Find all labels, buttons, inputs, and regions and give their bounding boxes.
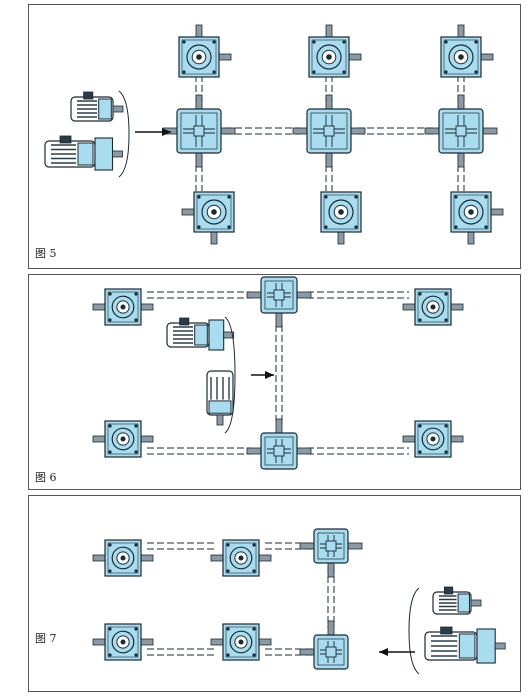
figure-6-label: 图 6 <box>35 471 57 484</box>
screw-jack <box>181 191 235 245</box>
figure-7-diagram <box>92 528 506 675</box>
screw-jack <box>92 539 154 577</box>
motor-bracket <box>408 587 420 675</box>
figure-5-diagram <box>44 24 504 245</box>
connecting-shaft <box>147 291 251 299</box>
electric-motor <box>432 586 482 615</box>
connecting-shaft <box>307 291 409 299</box>
bevel-gearbox <box>299 620 349 670</box>
connecting-shaft <box>307 447 409 455</box>
drive-arrow <box>135 128 171 136</box>
screw-jack <box>92 288 154 326</box>
electric-motor <box>424 626 506 664</box>
screw-jack <box>320 191 362 245</box>
figure-7-label: 图 7 <box>35 632 57 645</box>
connecting-shaft <box>275 325 283 425</box>
figure-7-panel: 图 7 <box>28 495 521 692</box>
screw-jack <box>178 24 232 78</box>
electric-motor <box>44 135 123 171</box>
connecting-shaft <box>147 447 251 455</box>
figure-5-panel: 图 5 <box>28 4 521 269</box>
screw-jack <box>402 420 464 458</box>
bevel-gearbox <box>299 528 363 578</box>
electric-motor <box>206 370 234 426</box>
figure-5-label: 图 5 <box>35 247 57 260</box>
figure-6-panel: 图 6 <box>28 274 521 490</box>
connecting-shaft <box>225 127 301 135</box>
screw-jack <box>92 623 154 661</box>
screw-jack <box>308 24 362 78</box>
figure-6-diagram <box>92 276 464 470</box>
screw-jack <box>440 24 494 78</box>
bevel-gearbox <box>292 94 366 168</box>
motor-bracket <box>118 90 130 178</box>
bevel-gearbox <box>162 94 236 168</box>
bevel-gearbox <box>246 276 312 328</box>
connecting-shaft <box>357 127 433 135</box>
drive-arrow <box>379 648 415 656</box>
screw-jack <box>210 539 272 577</box>
screw-jack <box>402 288 464 326</box>
drive-arrow <box>251 371 274 379</box>
connecting-shaft <box>147 648 215 656</box>
bevel-gearbox <box>424 94 498 168</box>
electric-motor <box>166 317 235 351</box>
screw-jack <box>210 623 272 661</box>
connecting-shaft <box>147 542 215 550</box>
screw-jack <box>450 191 504 245</box>
electric-motor <box>70 91 124 122</box>
screw-jack <box>92 420 154 458</box>
motor-bracket <box>224 316 236 434</box>
bevel-gearbox <box>246 418 312 470</box>
